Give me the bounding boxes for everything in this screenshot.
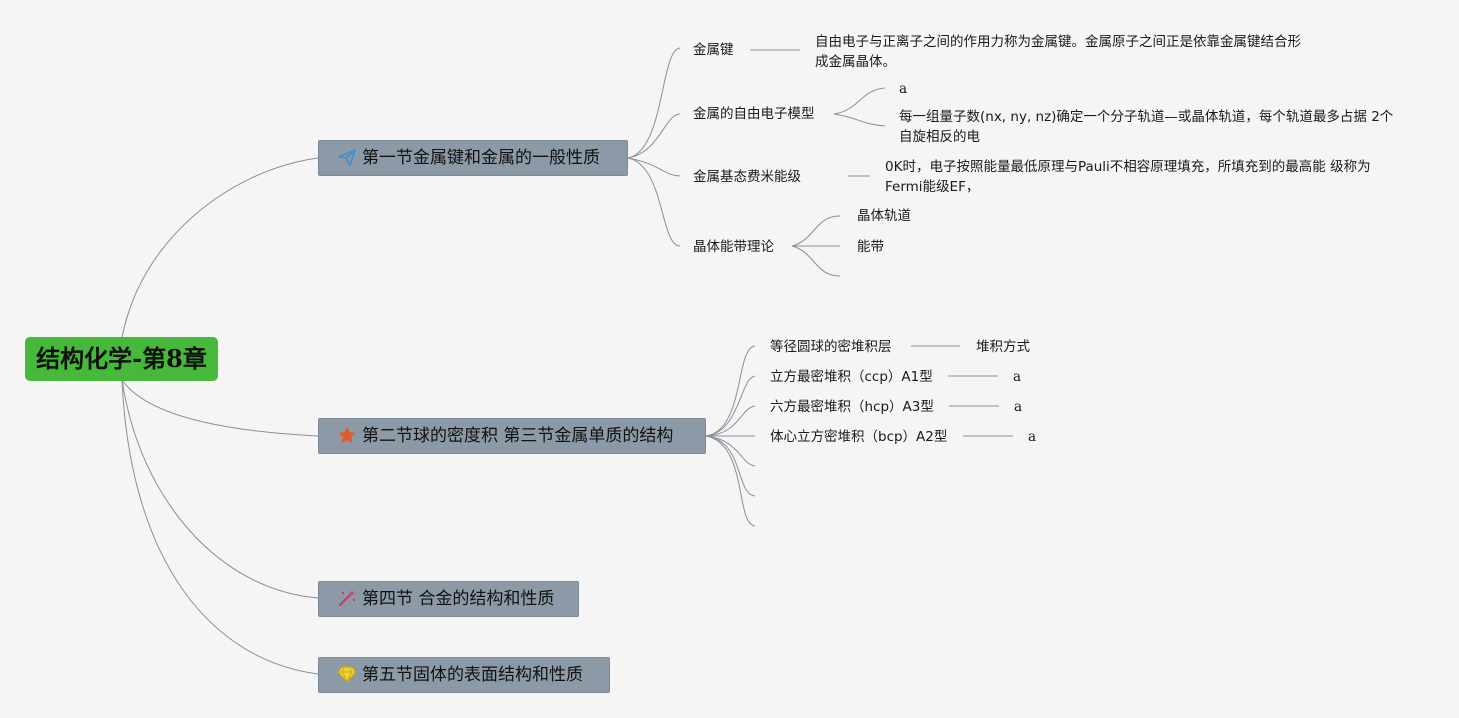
star-icon bbox=[337, 425, 357, 445]
gem-icon bbox=[337, 664, 357, 684]
band-theory-node[interactable]: 晶体能带理论 bbox=[693, 239, 774, 255]
magic-wand-icon bbox=[337, 588, 357, 608]
metal-bond-node[interactable]: 金属键 bbox=[693, 42, 734, 58]
fermi-level-detail[interactable]: 0K时，电子按照能量最低原理与Pauli不相容原理填充，所填充到的最高能 级称为… bbox=[885, 159, 1371, 195]
hcp-a3-leaf-a[interactable]: a bbox=[1014, 399, 1023, 415]
band-theory-leaf-crystal-orbital[interactable]: 晶体轨道 bbox=[857, 208, 911, 224]
ccp-a1-node[interactable]: 立方最密堆积（ccp）A1型 bbox=[770, 369, 933, 385]
bcp-a2-leaf-a[interactable]: a bbox=[1028, 429, 1037, 445]
section-5-label: 第五节固体的表面结构和性质 bbox=[362, 665, 583, 685]
free-electron-leaf-a[interactable]: a bbox=[899, 81, 908, 97]
free-electron-model-node[interactable]: 金属的自由电子模型 bbox=[693, 106, 815, 122]
root-topic[interactable]: 结构化学-第8章 bbox=[25, 337, 218, 381]
hcp-a3-node[interactable]: 六方最密堆积（hcp）A3型 bbox=[770, 399, 934, 415]
metal-bond-detail[interactable]: 自由电子与正离子之间的作用力称为金属键。金属原子之间正是依靠金属键结合形成金属晶… bbox=[815, 34, 1301, 70]
bcp-a2-node[interactable]: 体心立方密堆积（bcp）A2型 bbox=[770, 429, 948, 445]
fermi-level-node[interactable]: 金属基态费米能级 bbox=[693, 169, 801, 185]
section-1-label: 第一节金属键和金属的一般性质 bbox=[362, 148, 600, 168]
ccp-a1-leaf-a[interactable]: a bbox=[1013, 369, 1022, 385]
section-4-topic[interactable]: 第四节 合金的结构和性质 bbox=[318, 581, 579, 617]
section-2-topic[interactable]: 第二节球的密度积 第三节金属单质的结构 bbox=[318, 418, 706, 454]
free-electron-leaf-orbital[interactable]: 每一组量子数(nx, ny, nz)确定一个分子轨道—或晶体轨道，每个轨道最多占… bbox=[899, 109, 1394, 145]
section-5-topic[interactable]: 第五节固体的表面结构和性质 bbox=[318, 657, 610, 693]
band-theory-leaf-energy-band[interactable]: 能带 bbox=[857, 239, 884, 255]
section-1-topic[interactable]: 第一节金属键和金属的一般性质 bbox=[318, 140, 628, 176]
packing-mode-leaf[interactable]: 堆积方式 bbox=[976, 339, 1030, 355]
paper-plane-icon bbox=[337, 147, 357, 167]
section-2-label: 第二节球的密度积 第三节金属单质的结构 bbox=[362, 426, 674, 446]
section-4-label: 第四节 合金的结构和性质 bbox=[362, 589, 555, 609]
close-packed-layer-node[interactable]: 等径圆球的密堆积层 bbox=[770, 339, 892, 355]
